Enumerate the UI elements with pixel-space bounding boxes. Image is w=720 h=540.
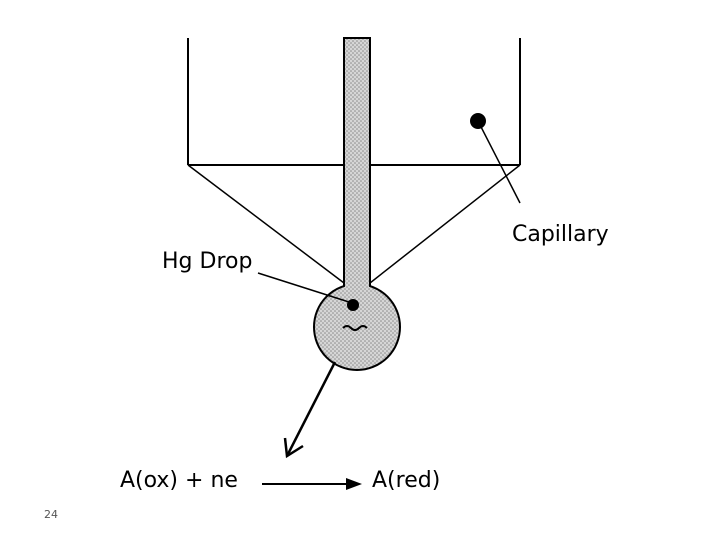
capillary-leader-line	[477, 120, 521, 204]
tube-drop-junction	[345, 281, 369, 293]
hg-drop	[313, 283, 401, 371]
reaction-arrow	[262, 478, 362, 490]
electron-mark	[342, 325, 368, 331]
funnel	[187, 164, 521, 284]
capillary-label: Capillary	[512, 222, 609, 247]
reaction-product-label: A(red)	[372, 468, 441, 493]
hg-drop-leader-line	[257, 272, 350, 303]
drop-dot	[347, 299, 359, 311]
capillary-tube	[343, 37, 371, 291]
hg-drop-label: Hg Drop	[162, 249, 253, 274]
slide-page-number: 24	[44, 508, 58, 521]
reaction-arrow-down	[283, 361, 337, 459]
reaction-reactant-label: A(ox) + ne	[120, 468, 238, 493]
